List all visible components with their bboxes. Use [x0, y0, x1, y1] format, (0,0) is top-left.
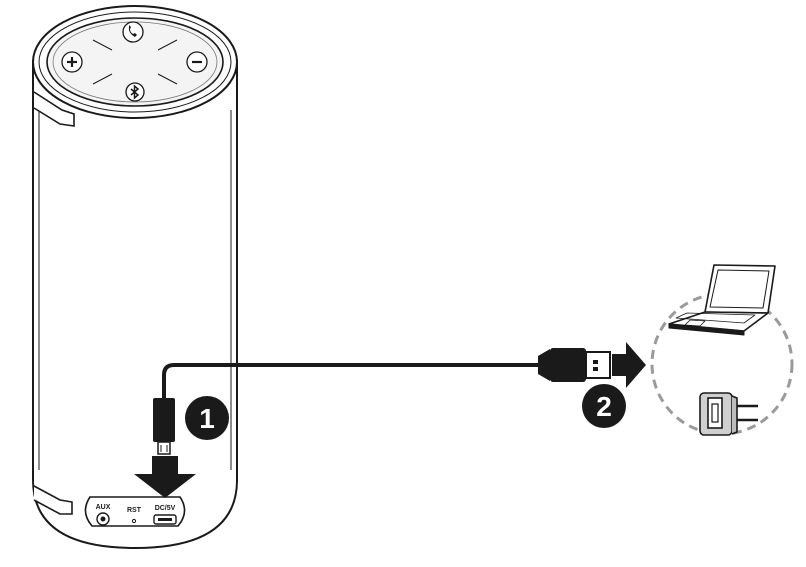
usb-a-plug-strain — [538, 349, 550, 381]
arrow-right-icon — [612, 342, 646, 388]
bluetooth-button[interactable] — [126, 83, 144, 101]
step-2-number: 2 — [596, 391, 612, 422]
laptop-icon — [669, 265, 775, 335]
speaker — [33, 6, 237, 548]
micro-usb-plug-tip — [158, 442, 170, 454]
micro-usb-plug-body — [153, 398, 175, 442]
speaker-body — [33, 60, 237, 548]
laptop-screen — [710, 270, 769, 308]
rst-label: RST — [127, 507, 142, 514]
dc-label: DC/5V — [155, 505, 176, 512]
phone-button[interactable] — [123, 22, 143, 42]
step-1-number: 1 — [199, 403, 215, 434]
step-2-badge: 2 — [582, 384, 626, 428]
step-1-badge: 1 — [185, 396, 229, 440]
volume-down-button[interactable] — [187, 52, 207, 72]
aux-label: AUX — [96, 504, 111, 511]
usb-a-plug-tip — [586, 352, 610, 378]
volume-up-button[interactable] — [62, 52, 82, 72]
usb-a-plug-body — [550, 348, 586, 382]
